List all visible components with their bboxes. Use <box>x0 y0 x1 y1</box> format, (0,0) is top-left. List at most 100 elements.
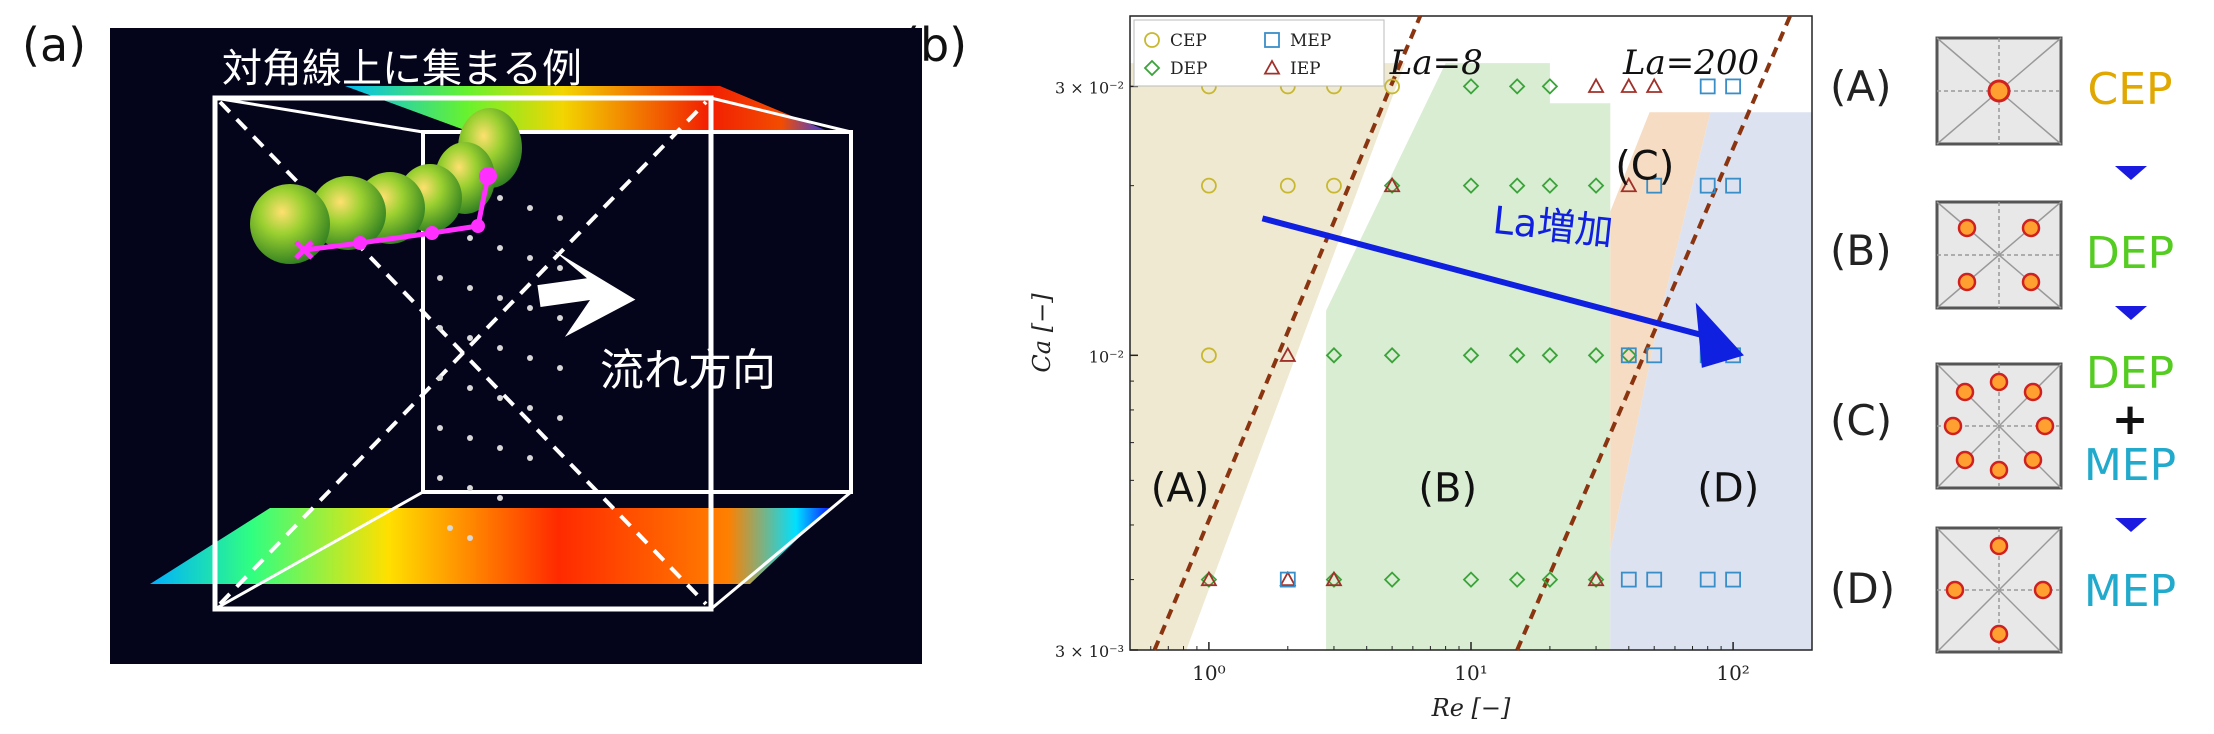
data-point-mep <box>1725 78 1742 95</box>
data-point-dep <box>1325 347 1343 364</box>
schematic-row-a-label: (A) <box>1830 62 1892 111</box>
simulation-render-graphic <box>150 86 853 612</box>
data-point-cep <box>1200 177 1217 194</box>
data-point-iep <box>1279 570 1297 587</box>
data-point-iep <box>1587 570 1605 587</box>
schematic-row-c-plus: + <box>2111 394 2149 445</box>
data-point-mep <box>1646 571 1663 588</box>
data-point-mep <box>1620 347 1637 364</box>
data-point-dep <box>1325 571 1343 588</box>
data-point-mep <box>1646 177 1663 194</box>
data-point-dep <box>1462 347 1480 364</box>
x-axis-label: Re [−] <box>1431 694 1511 722</box>
data-point-dep <box>1541 177 1559 194</box>
data-point-dep <box>1200 571 1218 588</box>
schematic-row-b-label: (B) <box>1830 226 1892 275</box>
legend-marker <box>1263 59 1281 75</box>
data-point-dep <box>1383 347 1401 364</box>
legend-marker <box>1143 59 1161 77</box>
legend-marker <box>1144 32 1160 48</box>
panel-a-title: 対角線上に集まる例 <box>222 46 582 92</box>
data-point-dep <box>1508 177 1526 194</box>
arrow-down-icon <box>2115 518 2147 532</box>
data-point-iep <box>1200 570 1218 587</box>
arrow-down-icon <box>2115 166 2147 180</box>
region-label: (A) <box>1151 466 1210 512</box>
schematic-row-d-label: (D) <box>1830 564 1896 613</box>
data-point-cep <box>1279 177 1296 194</box>
schematic-row-c-text-2: MEP <box>2083 440 2177 491</box>
region-d <box>1610 112 1812 651</box>
la200-label: La=200 <box>1622 43 1759 83</box>
legend-marker <box>1264 32 1280 48</box>
region-b <box>1326 63 1611 651</box>
data-point-iep <box>1325 570 1343 587</box>
data-point-dep <box>1541 571 1559 588</box>
schematic-row-a-text: CEP <box>2087 64 2173 115</box>
data-point-iep <box>1620 77 1638 93</box>
legend-label: MEP <box>1290 31 1331 51</box>
data-point-cep <box>1326 177 1342 194</box>
data-point-mep <box>1699 177 1716 194</box>
data-point-dep <box>1508 78 1526 95</box>
panel-a-label: (a) <box>22 18 87 72</box>
y-axis-label: Ca [−] <box>1030 293 1056 373</box>
region-label: (B) <box>1418 466 1477 512</box>
la-arrow-head <box>1695 302 1744 368</box>
data-point-mep <box>1279 571 1296 588</box>
data-point-mep <box>1725 571 1742 588</box>
schematic-panel: (A) CEP (B) DEP (C) <box>1830 0 2214 732</box>
y-tick-label: 3 × 10⁻² <box>1055 78 1124 97</box>
x-tick-label: 10² <box>1716 661 1749 685</box>
data-point-dep <box>1587 347 1605 364</box>
data-point-dep <box>1541 347 1559 364</box>
x-tick-label: 10¹ <box>1454 661 1487 685</box>
data-point-mep <box>1620 571 1637 588</box>
y-tick-label: 10⁻² <box>1089 347 1124 366</box>
schematic-row-c-text-1: DEP <box>2085 348 2175 399</box>
region-a <box>1130 63 1405 651</box>
la8-label: La=8 <box>1389 43 1483 83</box>
schematic-c <box>1935 362 2063 490</box>
data-point-cep <box>1384 78 1401 95</box>
schematic-row-c-label: (C) <box>1830 396 1893 445</box>
data-point-mep <box>1725 177 1742 194</box>
legend-label: IEP <box>1290 59 1321 79</box>
legend-label: DEP <box>1170 59 1207 79</box>
arrow-down-icon <box>2115 306 2147 320</box>
la-arrow-line <box>1261 215 1717 342</box>
x-tick-label: 10⁰ <box>1192 661 1225 685</box>
phase-chart: 10⁰ 10¹ 10² 3 × 10⁻³ 10⁻² 3 × 10⁻² Re [−] Ca [−… <box>1028 10 1830 730</box>
la8-line <box>1152 15 1423 651</box>
data-point-mep <box>1699 78 1716 95</box>
schematic-b <box>1935 200 2063 310</box>
schematic-row-d-text: MEP <box>2083 566 2177 617</box>
la200-line <box>1515 15 1792 651</box>
flow-direction-label: 流れ方向 <box>600 345 776 396</box>
schematic-a <box>1935 36 2063 146</box>
region-label: (D) <box>1697 466 1759 512</box>
data-point-dep <box>1508 347 1526 364</box>
data-point-dep <box>1587 571 1605 588</box>
data-point-dep <box>1508 571 1526 588</box>
data-point-iep <box>1279 346 1297 362</box>
data-point-mep <box>1699 571 1716 588</box>
legend-box <box>1133 19 1385 87</box>
legend-label: CEP <box>1170 31 1207 51</box>
data-point-dep <box>1462 177 1480 194</box>
region-label: (C) <box>1615 144 1674 190</box>
y-tick-label: 3 × 10⁻³ <box>1055 642 1124 661</box>
data-point-cep <box>1200 347 1217 364</box>
data-point-dep <box>1462 78 1480 95</box>
data-point-dep <box>1462 571 1480 588</box>
simulation-render: 対角線上に集まる例 流れ方向 <box>110 28 922 664</box>
data-point-iep <box>1620 176 1638 193</box>
schematic-row-b-text: DEP <box>2085 228 2175 279</box>
phase-chart-svg: 10⁰ 10¹ 10² 3 × 10⁻³ 10⁻² 3 × 10⁻² Re [−] Ca [−… <box>1028 15 1813 722</box>
data-point-iep <box>1383 176 1401 193</box>
schematic-d <box>1935 526 2063 654</box>
data-point-mep <box>1646 347 1663 364</box>
data-point-dep <box>1383 571 1401 588</box>
data-point-iep <box>1587 77 1605 93</box>
data-point-dep <box>1383 177 1401 194</box>
